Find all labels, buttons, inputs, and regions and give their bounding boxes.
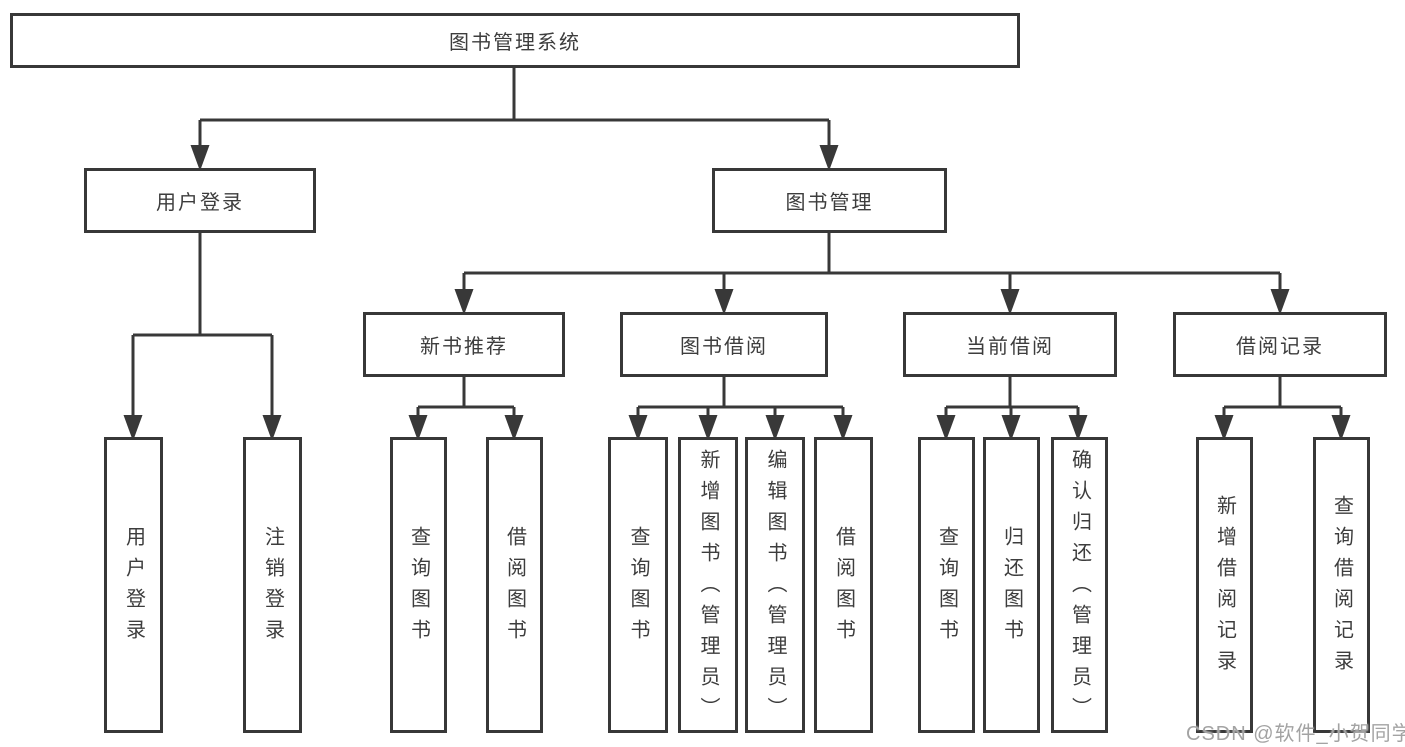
leaf-borrowing-query-books: 查询图书: [608, 437, 668, 733]
leaf-borrowing-query-books-label: 查询图书: [627, 526, 649, 650]
node-new-book-recommendation-label: 新书推荐: [420, 336, 508, 358]
leaf-recommend-borrow-books-label: 借阅图书: [503, 526, 526, 650]
node-library-management-system-label: 图书管理系统: [449, 32, 581, 54]
node-current-borrowing-label: 当前借阅: [966, 336, 1054, 358]
leaf-borrowing-borrow-books-label: 借阅图书: [832, 526, 855, 650]
node-current-borrowing: 当前借阅: [903, 312, 1117, 377]
leaf-borrowing-edit-books-admin: 编辑图书（管理员）: [745, 437, 805, 733]
csdn-watermark: CSDN @软件_小贺同学: [1186, 723, 1405, 745]
leaf-recommend-query-books: 查询图书: [390, 437, 447, 733]
leaf-current-query-books-label: 查询图书: [935, 526, 958, 650]
node-library-management-system: 图书管理系统: [10, 13, 1020, 68]
node-book-management-label: 图书管理: [785, 192, 874, 214]
leaf-current-return-books-label: 归还图书: [1000, 526, 1023, 650]
node-borrowing-records-label: 借阅记录: [1236, 336, 1324, 358]
leaf-borrowing-edit-books-admin-label: 编辑图书（管理员）: [764, 448, 786, 728]
leaf-current-confirm-return-admin-label: 确认归还（管理员）: [1068, 448, 1091, 728]
leaf-user-login-label: 用户登录: [122, 526, 145, 650]
leaf-records-add-borrow-record-label: 新增借阅记录: [1213, 495, 1236, 681]
leaf-records-query-borrow-record: 查询借阅记录: [1313, 437, 1370, 733]
node-user-login-label: 用户登录: [156, 192, 244, 214]
leaf-current-confirm-return-admin: 确认归还（管理员）: [1051, 437, 1108, 733]
leaf-user-login: 用户登录: [104, 437, 163, 733]
node-book-borrowing: 图书借阅: [620, 312, 828, 377]
leaf-borrowing-add-books-admin: 新增图书（管理员）: [678, 437, 738, 733]
node-new-book-recommendation: 新书推荐: [363, 312, 565, 377]
leaf-recommend-borrow-books: 借阅图书: [486, 437, 543, 733]
leaf-current-return-books: 归还图书: [983, 437, 1040, 733]
leaf-recommend-query-books-label: 查询图书: [407, 526, 430, 650]
leaf-logout: 注销登录: [243, 437, 302, 733]
leaf-logout-label: 注销登录: [261, 526, 284, 650]
leaf-borrowing-borrow-books: 借阅图书: [814, 437, 873, 733]
leaf-borrowing-add-books-admin-label: 新增图书（管理员）: [697, 448, 719, 728]
node-borrowing-records: 借阅记录: [1173, 312, 1387, 377]
node-user-login: 用户登录: [84, 168, 316, 233]
leaf-records-add-borrow-record: 新增借阅记录: [1196, 437, 1253, 733]
node-book-borrowing-label: 图书借阅: [680, 336, 768, 358]
leaf-current-query-books: 查询图书: [918, 437, 975, 733]
node-book-management: 图书管理: [712, 168, 947, 233]
leaf-records-query-borrow-record-label: 查询借阅记录: [1330, 495, 1353, 681]
